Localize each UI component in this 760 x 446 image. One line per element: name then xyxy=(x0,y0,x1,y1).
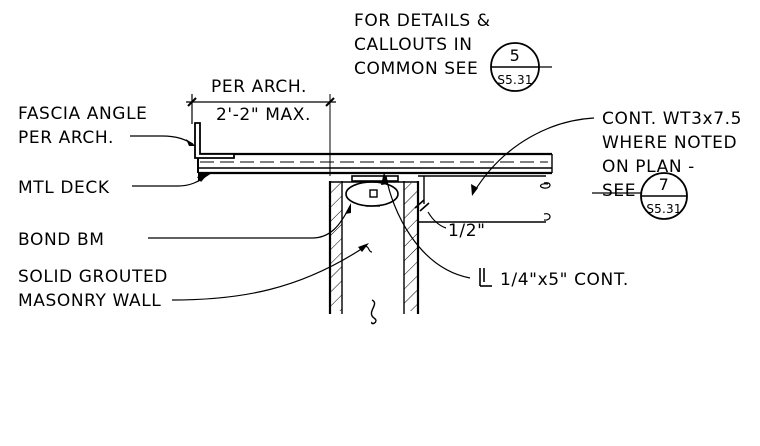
arrow-plate xyxy=(381,172,388,185)
wt-break-bottom xyxy=(543,213,551,221)
leader-wt xyxy=(473,117,595,193)
leader-mtl-deck xyxy=(132,175,207,187)
arrow-bond-bm xyxy=(345,203,351,214)
callout-bubble-top[interactable]: 5 S5.31 xyxy=(490,42,540,92)
details-note-line2: CALLOUTS IN xyxy=(354,35,473,55)
embed-plate xyxy=(351,175,399,182)
arrow-mtl-deck xyxy=(197,174,208,182)
wt-note-line1: CONT. WT3x7.5 xyxy=(602,109,742,129)
wt-note-line3: ON PLAN - xyxy=(602,157,695,177)
bond-beam xyxy=(345,175,399,207)
leader-solid-wall xyxy=(171,245,367,301)
gap-tick-1 xyxy=(414,199,425,209)
wt-note-line2: WHERE NOTED xyxy=(602,133,737,153)
solid-wall-note-line1: SOLID GROUTED xyxy=(18,267,168,287)
arrow-wt xyxy=(471,184,478,196)
mtl-deck-note: MTL DECK xyxy=(18,178,110,198)
callout-right-number: 7 xyxy=(659,175,670,194)
arrow-solid-wall xyxy=(358,243,369,252)
fascia-note-line1: FASCIA ANGLE xyxy=(18,104,148,124)
leader-bond-bm xyxy=(148,205,351,239)
per-arch-dim-text: PER ARCH. xyxy=(211,77,307,97)
wall-left-face-hatch xyxy=(330,183,342,311)
wt-member xyxy=(414,175,551,223)
plate-note: 1/4"x5" CONT. xyxy=(500,270,629,290)
fascia-angle xyxy=(194,122,235,182)
fascia-note-line2: PER ARCH. xyxy=(18,128,114,148)
plate-symbol-icon xyxy=(479,268,492,287)
arrow-fascia xyxy=(186,139,196,146)
callout-top-sheet: S5.31 xyxy=(497,73,532,87)
fascia-angle-shape xyxy=(194,122,235,159)
callout-bubble-right[interactable]: 7 S5.31 xyxy=(640,172,688,220)
callout-right-sheet: S5.31 xyxy=(646,202,681,216)
wt-break-top xyxy=(539,182,551,189)
max-dim-text: 2'-2" MAX. xyxy=(216,105,311,125)
dim-tick-right xyxy=(325,97,335,107)
anchor-head xyxy=(369,189,378,198)
leader-fascia xyxy=(130,135,194,145)
solid-wall-note-line2: MASONRY WALL xyxy=(18,291,161,311)
masonry-wall xyxy=(328,181,420,325)
dim-tick-left xyxy=(187,97,197,107)
gap-tick-2 xyxy=(419,202,430,212)
wall-right-face-hatch xyxy=(404,183,418,311)
details-note-line3: COMMON SEE xyxy=(354,59,478,79)
bond-bm-note: BOND BM xyxy=(18,230,105,250)
callout-top-number: 5 xyxy=(510,46,521,65)
metal-deck xyxy=(197,152,553,175)
arrowheads xyxy=(186,139,478,252)
notes: FOR DETAILS & CALLOUTS IN COMMON SEE FAS… xyxy=(18,11,742,311)
half-inch-note: 1/2" xyxy=(448,221,486,241)
dimension-max: PER ARCH. 2'-2" MAX. xyxy=(186,77,336,176)
wt-note-line4: SEE xyxy=(602,181,636,201)
wall-break-symbol xyxy=(370,299,377,325)
leader-half-inch xyxy=(427,211,447,229)
leader-plate xyxy=(385,175,471,279)
details-note-line1: FOR DETAILS & xyxy=(354,11,491,31)
